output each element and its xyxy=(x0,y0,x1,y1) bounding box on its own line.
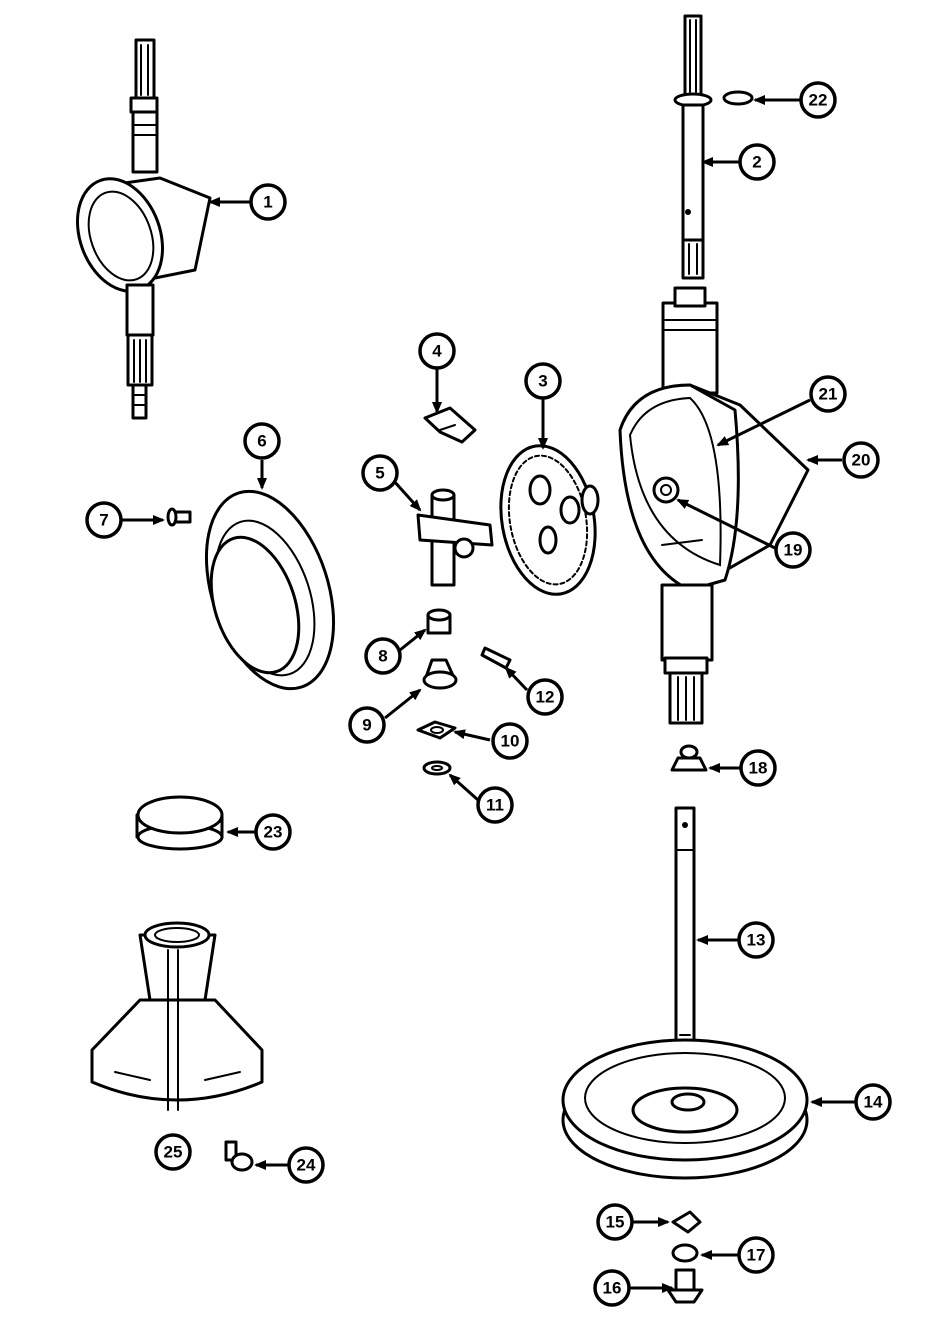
callout-20: 20 xyxy=(842,441,880,479)
callout-18: 18 xyxy=(739,749,777,787)
callout-label-7: 7 xyxy=(99,511,108,530)
callout-label-3: 3 xyxy=(538,372,547,391)
callout-label-22: 22 xyxy=(809,91,828,110)
callout-label-6: 6 xyxy=(257,432,266,451)
callout-label-18: 18 xyxy=(749,759,768,778)
callout-17: 17 xyxy=(737,1236,775,1274)
callout-12: 12 xyxy=(526,678,564,716)
callout-label-1: 1 xyxy=(263,193,272,212)
callout-label-4: 4 xyxy=(432,342,442,361)
part-13-drive-shaft xyxy=(674,806,696,1080)
callout-10: 10 xyxy=(491,722,529,760)
callout-3: 3 xyxy=(524,362,562,400)
leader-10 xyxy=(453,729,491,742)
callout-label-17: 17 xyxy=(747,1246,766,1265)
callout-5: 5 xyxy=(361,454,399,492)
part-22-ring xyxy=(722,90,754,106)
callout-23: 23 xyxy=(254,813,292,851)
callout-label-23: 23 xyxy=(264,823,283,842)
leader-19 xyxy=(676,498,776,550)
callout-label-16: 16 xyxy=(603,1279,622,1298)
callout-14: 14 xyxy=(854,1083,892,1121)
leader-5 xyxy=(391,478,422,512)
leader-21 xyxy=(716,398,811,447)
callout-label-9: 9 xyxy=(362,716,371,735)
part-6-gearcase-cover xyxy=(204,489,336,691)
callout-24: 24 xyxy=(287,1146,325,1184)
part-11-washer xyxy=(422,760,452,776)
callout-19: 19 xyxy=(774,531,812,569)
callout-label-10: 10 xyxy=(501,732,520,751)
callout-label-25: 25 xyxy=(164,1143,183,1162)
part-9-pinion-gear xyxy=(422,658,458,690)
callout-label-11: 11 xyxy=(486,796,504,815)
callout-11: 11 xyxy=(476,786,514,824)
part-5-crank xyxy=(416,488,494,587)
callout-label-12: 12 xyxy=(536,688,555,707)
callout-2: 2 xyxy=(738,143,776,181)
part-17-cap-nut xyxy=(671,1243,699,1263)
callout-4: 4 xyxy=(418,332,456,370)
leader-8 xyxy=(399,628,427,652)
part-3-drive-gear xyxy=(499,444,600,596)
callout-label-21: 21 xyxy=(819,385,838,404)
callout-label-19: 19 xyxy=(784,541,803,560)
part-18-seal xyxy=(670,744,708,772)
part-10-washer-plate xyxy=(416,720,457,740)
part-1-transmission-assembly xyxy=(75,38,212,420)
part-16-screw xyxy=(666,1268,704,1304)
callout-label-14: 14 xyxy=(864,1093,883,1112)
callout-label-15: 15 xyxy=(606,1213,625,1232)
callout-label-8: 8 xyxy=(378,647,387,666)
callout-6: 6 xyxy=(243,422,281,460)
callout-label-20: 20 xyxy=(852,451,871,470)
callout-label-5: 5 xyxy=(375,464,384,483)
part-24-bolt xyxy=(224,1140,254,1172)
callout-1: 1 xyxy=(249,183,287,221)
part-2-agitator-shaft xyxy=(673,14,713,280)
part-7-screw xyxy=(166,507,192,527)
part-23-cap xyxy=(135,795,224,851)
callout-label-13: 13 xyxy=(747,931,766,950)
leader-12 xyxy=(504,666,529,692)
part-20-gearcase xyxy=(618,286,810,725)
callout-9: 9 xyxy=(348,706,386,744)
part-14-pulley xyxy=(561,1038,809,1180)
part-25-agitator-base xyxy=(90,921,264,1111)
callout-7: 7 xyxy=(85,501,123,539)
part-4-clip xyxy=(423,406,477,444)
leader-lines xyxy=(122,95,855,1293)
callout-25: 25 xyxy=(154,1133,192,1171)
callout-15: 15 xyxy=(596,1203,634,1241)
callout-8: 8 xyxy=(364,637,402,675)
callout-label-24: 24 xyxy=(297,1156,316,1175)
callout-22: 22 xyxy=(799,81,837,119)
part-12-pin xyxy=(480,646,512,670)
callout-label-2: 2 xyxy=(752,153,761,172)
part-8-bushing xyxy=(426,608,452,635)
callout-16: 16 xyxy=(593,1269,631,1307)
part-15-clip xyxy=(671,1210,702,1234)
callout-13: 13 xyxy=(737,921,775,959)
callout-21: 21 xyxy=(809,375,847,413)
leader-11 xyxy=(448,773,479,802)
leader-9 xyxy=(384,688,422,720)
